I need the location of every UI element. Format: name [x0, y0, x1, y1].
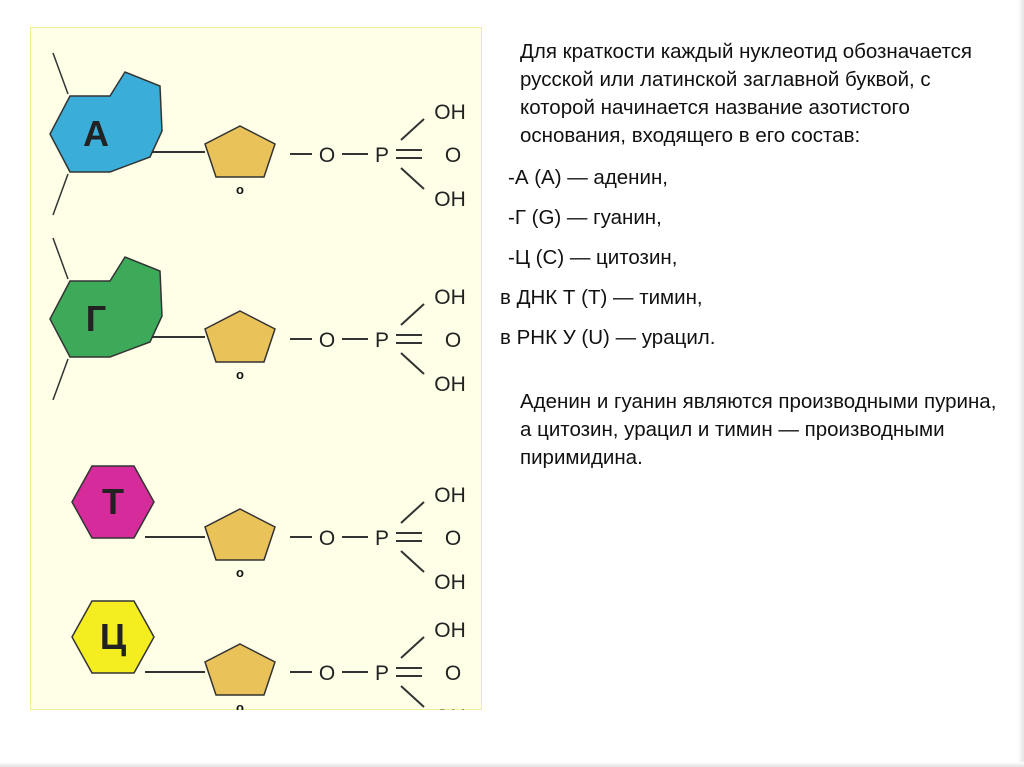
nitrogenous-base-pyrimidine [71, 600, 155, 674]
nucleotide-list-item: -Г (G) — гуанин, [508, 206, 662, 229]
bond-line [400, 636, 425, 659]
bridge-oxygen-label: O [319, 527, 335, 550]
hydroxyl-top-label: OH [434, 484, 466, 507]
ring-oxygen-label: o [236, 700, 244, 710]
bond-line [400, 303, 425, 326]
ring-oxygen-label: o [236, 182, 244, 197]
bond-line [400, 167, 425, 190]
nucleotide-row: Гo O P OH O OH [49, 237, 466, 401]
nucleotide-list-item: -А (A) — аденин, [508, 166, 668, 189]
bond-line [52, 358, 69, 401]
hydroxyl-bottom-label: OH [434, 706, 466, 710]
slide-edge-shadow-bottom [0, 762, 1024, 767]
bond-line [400, 550, 425, 573]
base-letter: Г [86, 298, 106, 339]
sugar-ring [204, 125, 276, 178]
hydroxyl-top-label: OH [434, 619, 466, 642]
oxygen-label: O [445, 527, 461, 550]
phosphorus-label: P [375, 527, 389, 550]
nucleotide-list: -А (A) — аденин, -Г (G) — гуанин, -Ц (C) —… [500, 158, 1005, 358]
bridge-oxygen-label: O [319, 662, 335, 685]
nucleotide-row: Аo O P OH O OH [49, 52, 466, 216]
nitrogenous-base-purine [49, 71, 163, 173]
bond-line [400, 501, 425, 524]
base-letter: Т [102, 481, 124, 522]
ring-oxygen-label: o [236, 565, 244, 580]
phosphorus-label: P [375, 662, 389, 685]
oxygen-label: O [445, 144, 461, 167]
ring-oxygen-label: o [236, 367, 244, 382]
nitrogenous-base-purine [49, 256, 163, 358]
intro-paragraph: Для краткости каждый нуклеотид обозначае… [520, 40, 972, 147]
bridge-oxygen-label: O [319, 144, 335, 167]
conclusion-paragraph: Аденин и гуанин являются производными пу… [520, 390, 997, 469]
bond-line [52, 173, 69, 216]
hydroxyl-bottom-label: OH [434, 373, 466, 396]
bond-line [52, 52, 69, 95]
phosphorus-label: P [375, 329, 389, 352]
hydroxyl-top-label: OH [434, 101, 466, 124]
nucleotide-row: Цo O P OH O OH [71, 600, 466, 710]
sugar-ring [204, 310, 276, 363]
bond-line [400, 352, 425, 375]
sugar-ring [204, 643, 276, 696]
bond-line [52, 237, 69, 280]
oxygen-label: O [445, 329, 461, 352]
sugar-ring [204, 508, 276, 561]
hydroxyl-bottom-label: OH [434, 571, 466, 594]
bridge-oxygen-label: O [319, 329, 335, 352]
oxygen-label: O [445, 662, 461, 685]
slide-edge-shadow [1018, 0, 1024, 767]
base-letter: А [83, 113, 109, 154]
nucleotide-list-item: -Ц (C) — цитозин, [508, 246, 678, 269]
base-letter: Ц [100, 616, 127, 657]
nucleotide-row: Тo O P OH O OH [71, 465, 466, 594]
hydroxyl-bottom-label: OH [434, 188, 466, 211]
nucleotide-list-item: в ДНК Т (T) — тимин, [500, 286, 703, 309]
bond-line [400, 118, 425, 141]
text-panel: Для краткости каждый нуклеотид обозначае… [500, 38, 1005, 472]
phosphorus-label: P [375, 144, 389, 167]
nitrogenous-base-pyrimidine [71, 465, 155, 539]
nucleotide-diagram: АoOPOHOOHГoOPOHOOHТoOPOHOOHЦoOPOHOOH [49, 52, 466, 710]
hydroxyl-top-label: OH [434, 286, 466, 309]
nucleotide-list-item: в РНК У (U) — урацил. [500, 326, 716, 349]
bond-line [400, 685, 425, 708]
